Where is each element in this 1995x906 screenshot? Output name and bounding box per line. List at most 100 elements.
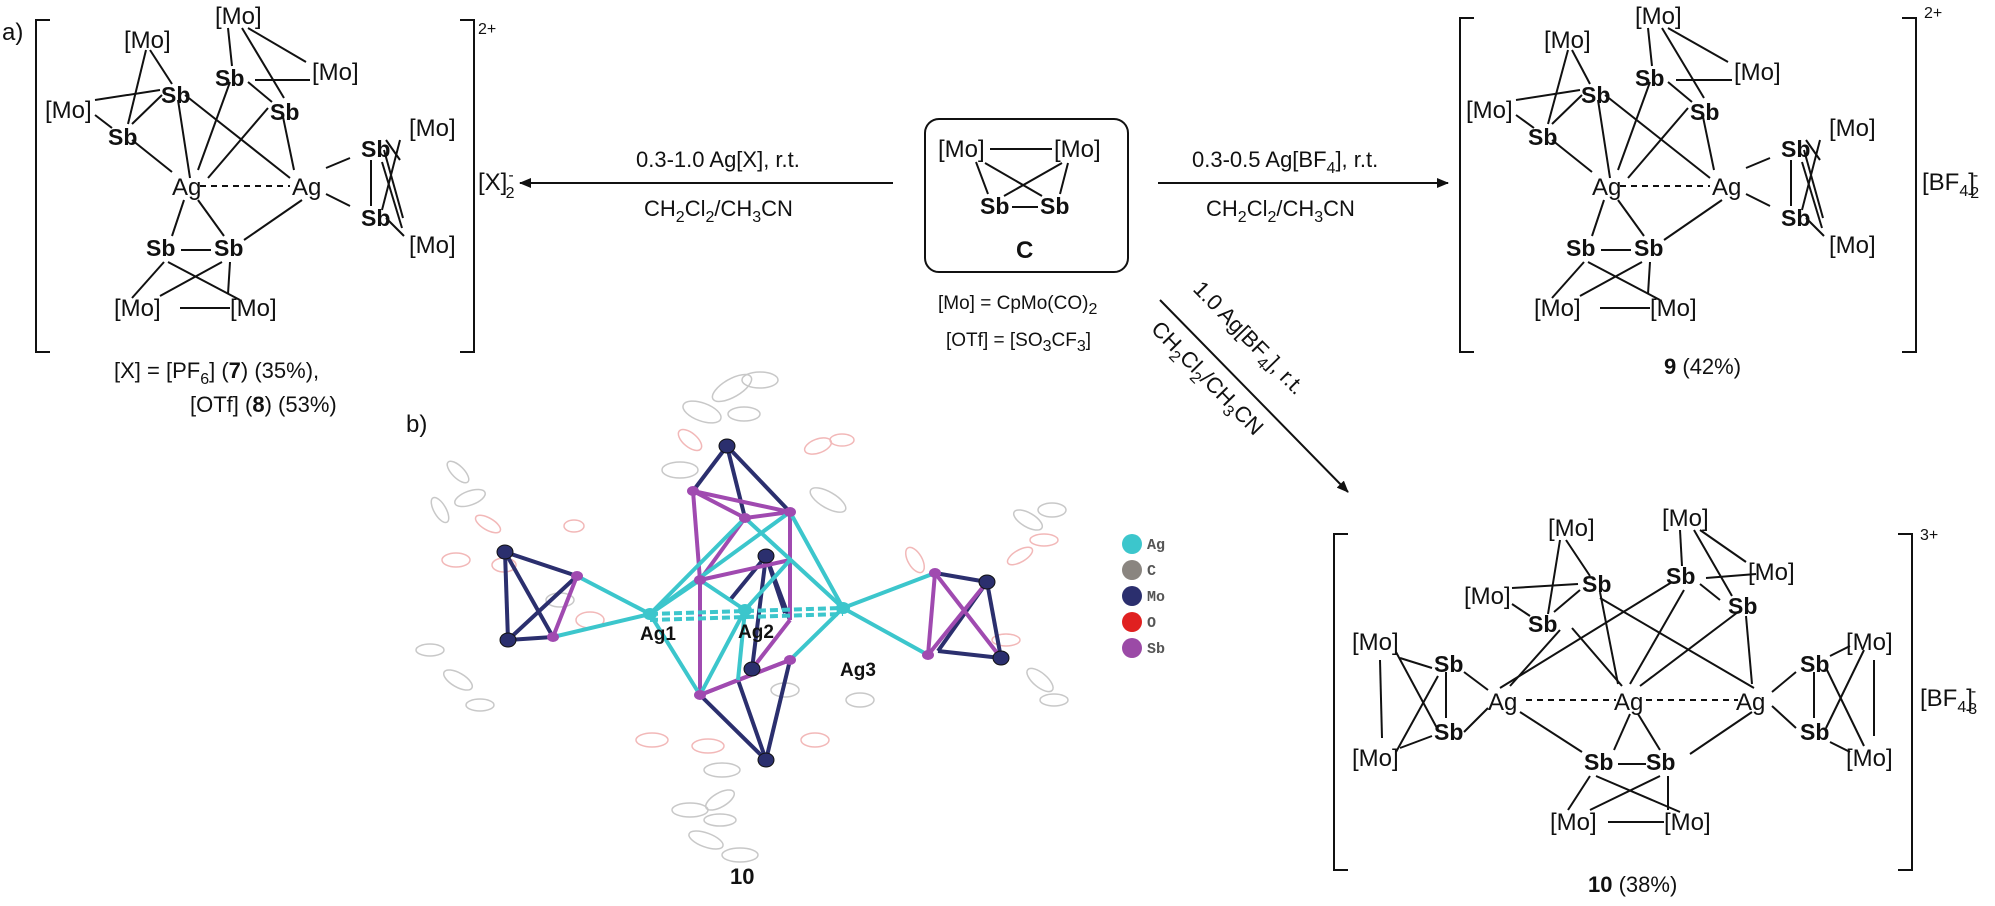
atom-label-ag1: Ag1 — [640, 624, 676, 645]
mo-atom-label: [Mo] — [1734, 59, 1781, 86]
panel-a-caption-line1: [X] = [PF6] (7) (35%), — [114, 358, 319, 388]
sb-atom-label: Sb — [1781, 205, 1810, 231]
legend-mo-label: Mo — [1147, 589, 1165, 606]
atom-legend: Ag C Mo O Sb — [1122, 534, 1165, 658]
mo-atom-label: [Mo] — [1829, 232, 1876, 259]
mo-atom-label: [Mo] — [1054, 136, 1101, 163]
sb-atom-label: Sb — [1646, 749, 1675, 775]
arrow-left-reagent: 0.3-1.0 Ag[X], r.t. — [636, 147, 800, 172]
panel-a-counterion: [X]-2 — [478, 167, 515, 202]
compound-c-def-otf: [OTf] = [SO3CF3] — [946, 330, 1091, 355]
sb-atom-label: Sb — [1584, 749, 1613, 775]
mo-atom-label: [Mo] — [1846, 629, 1893, 656]
legend-ag-label: Ag — [1147, 537, 1165, 554]
mo-atom-label: [Mo] — [1650, 295, 1697, 322]
ag-atom-label: Ag — [1736, 689, 1765, 716]
atom-ellipsoids — [496, 438, 1010, 768]
sb-atom-label: Sb — [361, 205, 390, 231]
mo-atom-label: [Mo] — [1635, 3, 1682, 30]
mo-atom-label: [Mo] — [1748, 559, 1795, 586]
sb-atom-label: Sb — [1434, 719, 1463, 745]
ag-atom-label: Ag — [1712, 174, 1741, 201]
mo-atom-label: [Mo] — [215, 3, 262, 30]
legend-sb-swatch — [1122, 638, 1142, 658]
mo-atom-label: [Mo] — [312, 59, 359, 86]
compound-c-label: C — [1016, 237, 1033, 264]
compound-9-structure: 2+ [BF4]-2 — [1459, 3, 1979, 379]
ligand-ellipsoids — [415, 371, 1069, 863]
mo-atom-label: [Mo] — [1550, 809, 1597, 836]
compound-c-def-mo: [Mo] = CpMo(CO)2 — [938, 293, 1097, 318]
mo-atom-label: [Mo] — [1352, 629, 1399, 656]
sb-atom-label: Sb — [1582, 571, 1611, 597]
panel-a-structure: a) 2+ [X]-2 — [2, 3, 515, 417]
ag-atom-label: Ag — [172, 174, 201, 201]
panel-a-tag: a) — [2, 19, 23, 46]
mo-atom-label: [Mo] — [1466, 97, 1513, 124]
sb-atom-label: Sb — [1728, 593, 1757, 619]
arrow-right-solvent: CH2Cl2/CH3CN — [1206, 196, 1355, 226]
sb-atom-label: Sb — [146, 235, 175, 261]
legend-o-label: O — [1147, 615, 1156, 632]
sb-atom-label: Sb — [214, 235, 243, 261]
compound-c-box — [924, 118, 1129, 273]
arrow-left-solvent: CH2Cl2/CH3CN — [644, 196, 793, 226]
legend-sb-label: Sb — [1147, 641, 1165, 658]
sb-atom-label: Sb — [215, 65, 244, 91]
mo-atom-label: [Mo] — [409, 232, 456, 259]
compound-9-charge: 2+ — [1924, 5, 1942, 22]
sb-atom-label: Sb — [1800, 651, 1829, 677]
mo-atom-label: [Mo] — [1534, 295, 1581, 322]
mo-atom-label: [Mo] — [938, 136, 985, 163]
ag-atom-label: Ag — [1614, 689, 1643, 716]
sb-atom-label: Sb — [161, 82, 190, 108]
sb-atom-label: Sb — [1528, 611, 1557, 637]
sb-atom-label: Sb — [1434, 651, 1463, 677]
mo-atom-label: [Mo] — [1352, 745, 1399, 772]
legend-o-swatch — [1122, 612, 1142, 632]
compound-10-caption: 10 (38%) — [1588, 872, 1677, 897]
panel-b-crystal-structure: b) — [406, 371, 1165, 889]
sb-atom-label: Sb — [1666, 563, 1695, 589]
arrow-right-reagent: 0.3-0.5 Ag[BF4], r.t. — [1192, 147, 1378, 177]
sb-atom-label: Sb — [1781, 136, 1810, 162]
legend-c-swatch — [1122, 560, 1142, 580]
sb-atom-label: Sb — [1581, 82, 1610, 108]
compound-9-caption: 9 (42%) — [1664, 354, 1741, 379]
compound-10-charge: 3+ — [1920, 527, 1938, 544]
sb-atom-label: Sb — [361, 136, 390, 162]
mo-atom-label: [Mo] — [409, 115, 456, 142]
panel-a-caption-line2: [OTf] (8) (53%) — [190, 392, 337, 417]
panel-b-caption: 10 — [730, 864, 754, 889]
mo-atom-label: [Mo] — [1548, 515, 1595, 542]
mo-atom-label: [Mo] — [114, 295, 161, 322]
compound-10-counterion: [BF4]-3 — [1920, 683, 1977, 718]
mo-atom-label: [Mo] — [1664, 809, 1711, 836]
mo-atom-label: [Mo] — [45, 97, 92, 124]
mo-atom-label: [Mo] — [1829, 115, 1876, 142]
compound-10-structure: 3+ [BF4]-3 — [1333, 505, 1977, 897]
mo-atom-label: [Mo] — [124, 27, 171, 54]
ag-atom-label: Ag — [1592, 174, 1621, 201]
sb-atom-label: Sb — [980, 193, 1009, 219]
sb-atom-label: Sb — [1634, 235, 1663, 261]
sb-atom-label: Sb — [1800, 719, 1829, 745]
ag-atom-label: Ag — [1488, 689, 1517, 716]
sb-atom-label: Sb — [270, 99, 299, 125]
panel-b-tag: b) — [406, 411, 427, 438]
arrow-to-7-8: 0.3-1.0 Ag[X], r.t. CH2Cl2/CH3CN — [519, 147, 893, 226]
arrow-to-9: 0.3-0.5 Ag[BF4], r.t. CH2Cl2/CH3CN — [1158, 147, 1449, 226]
sb-atom-label: Sb — [1528, 124, 1557, 150]
mo-atom-label: [Mo] — [1464, 583, 1511, 610]
ag-atom-label: Ag — [292, 174, 321, 201]
mo-atom-label: [Mo] — [1846, 745, 1893, 772]
sb-atom-label: Sb — [1040, 193, 1069, 219]
sb-atom-label: Sb — [1635, 65, 1664, 91]
mo-atom-label: [Mo] — [1662, 505, 1709, 532]
sb-atom-label: Sb — [1690, 99, 1719, 125]
legend-ag-swatch — [1122, 534, 1142, 554]
arrow-to-10: 1.0 Ag[BF4], r.t. CH2Cl2/CH3CN — [1146, 276, 1349, 493]
mo-atom-label: [Mo] — [1544, 27, 1591, 54]
sb-atom-label: Sb — [1566, 235, 1595, 261]
mo-atom-label: [Mo] — [230, 295, 277, 322]
